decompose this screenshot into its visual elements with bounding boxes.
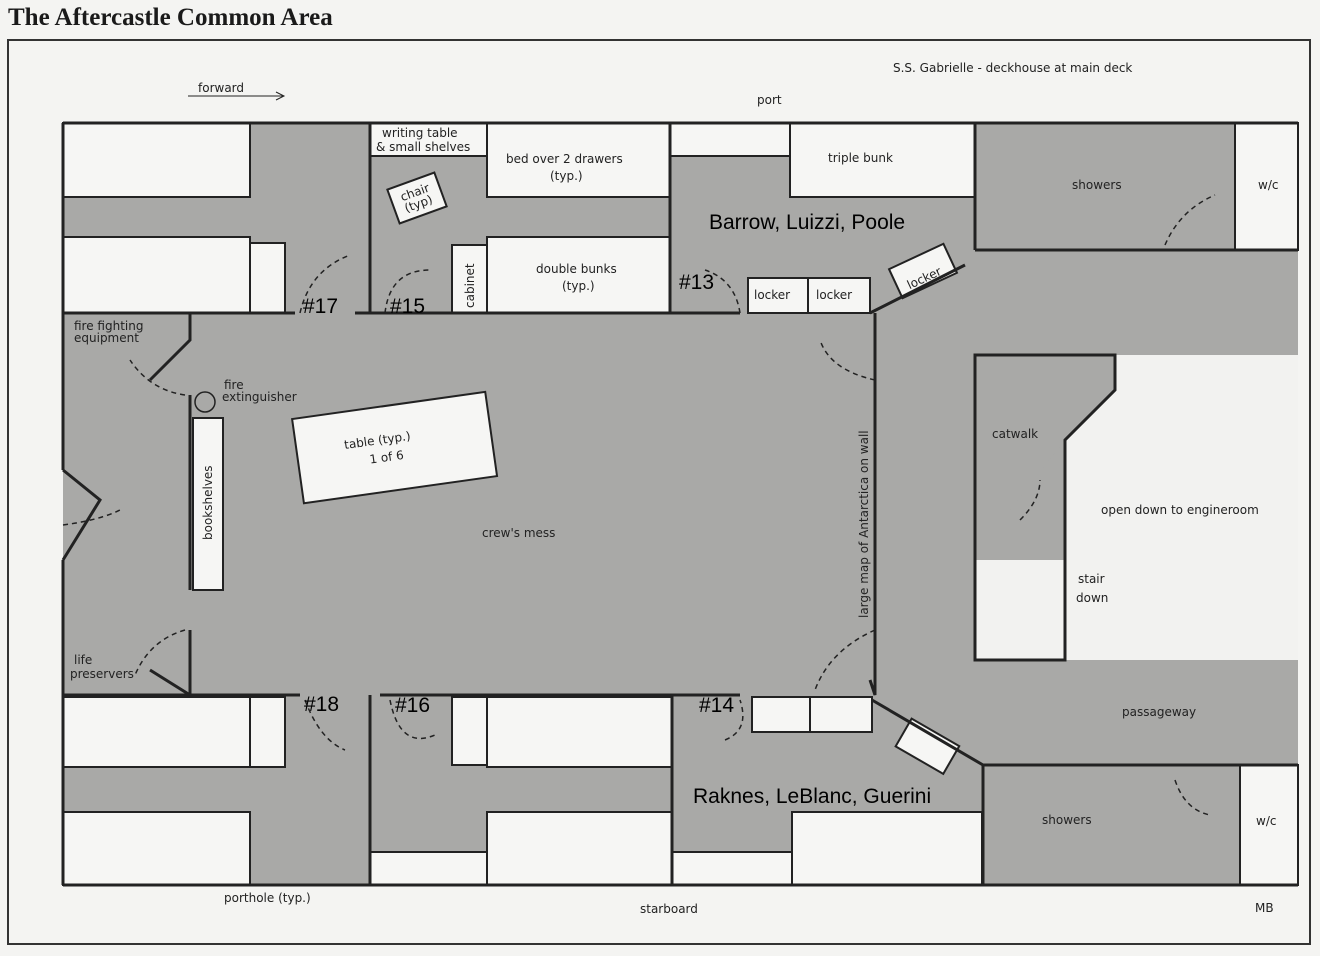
table-label-2: 1 of 6 [369, 448, 405, 467]
open-down-label: open down to engineroom [1101, 503, 1259, 517]
catwalk-area [975, 355, 1065, 560]
fire-extinguisher-icon [194, 391, 216, 413]
stair-area [1065, 560, 1298, 660]
bed-label-2: (typ.) [550, 169, 583, 183]
starboard-occupants: Raknes, LeBlanc, Guerini [693, 785, 931, 808]
double-bunks-label: double bunks [536, 262, 617, 276]
fire-fighting-label-2: equipment [74, 331, 139, 345]
starboard-label: starboard [640, 902, 698, 916]
cabin-14-label: #14 [699, 694, 734, 717]
crews-mess-label: crew's mess [482, 526, 555, 540]
door-swings [62, 194, 1216, 816]
double-bunks-label-2: (typ.) [562, 279, 595, 293]
cabinet-label: cabinet [463, 263, 477, 308]
catwalk-label: catwalk [992, 427, 1038, 441]
cabin-13-label: #13 [679, 271, 714, 294]
locker-label: locker [754, 288, 790, 302]
passageway-label: passageway [1122, 705, 1196, 719]
wc-label-starboard: w/c [1256, 814, 1276, 828]
stair-down-label-2: down [1076, 591, 1108, 605]
writing-table-label-2: & small shelves [376, 140, 470, 154]
showers-label-starboard: showers [1042, 813, 1092, 827]
cabin-17-label: #17 [303, 295, 338, 318]
stair-down-label: stair [1078, 572, 1105, 586]
frame-border [7, 39, 1311, 945]
map-title: The Aftercastle Common Area [8, 4, 333, 31]
bed-label: bed over 2 drawers [506, 152, 623, 166]
showers-label-port: showers [1072, 178, 1122, 192]
furniture [62, 122, 1299, 886]
locker-label-2: locker [816, 288, 852, 302]
artist-signature: MB [1255, 901, 1274, 915]
fire-extinguisher-label: fire [224, 378, 244, 392]
ship-note: S.S. Gabrielle - deckhouse at main deck [893, 61, 1132, 75]
port-label: port [757, 93, 782, 107]
cabin-16-label: #16 [395, 694, 430, 717]
forward-label: forward [198, 81, 244, 95]
life-preservers-label: life [74, 653, 92, 667]
bookshelves-label: bookshelves [201, 465, 215, 540]
porthole-label: porthole (typ.) [224, 891, 311, 905]
life-preservers-label-2: preservers [70, 667, 134, 681]
cabin-15-label: #15 [390, 295, 425, 318]
cabin-18-label: #18 [304, 693, 339, 716]
open-engineroom [1065, 355, 1298, 560]
fire-extinguisher-label-2: extinguisher [222, 390, 297, 404]
triple-bunk-label: triple bunk [828, 151, 893, 165]
map-on-wall-label: large map of Antarctica on wall [857, 430, 871, 618]
writing-table-label: writing table [382, 126, 458, 140]
forward-arrow-icon [188, 91, 286, 101]
port-occupants: Barrow, Luizzi, Poole [709, 211, 905, 234]
wc-label-port: w/c [1258, 178, 1278, 192]
walls [61, 121, 1298, 887]
fire-fighting-label: fire fighting [74, 319, 143, 333]
